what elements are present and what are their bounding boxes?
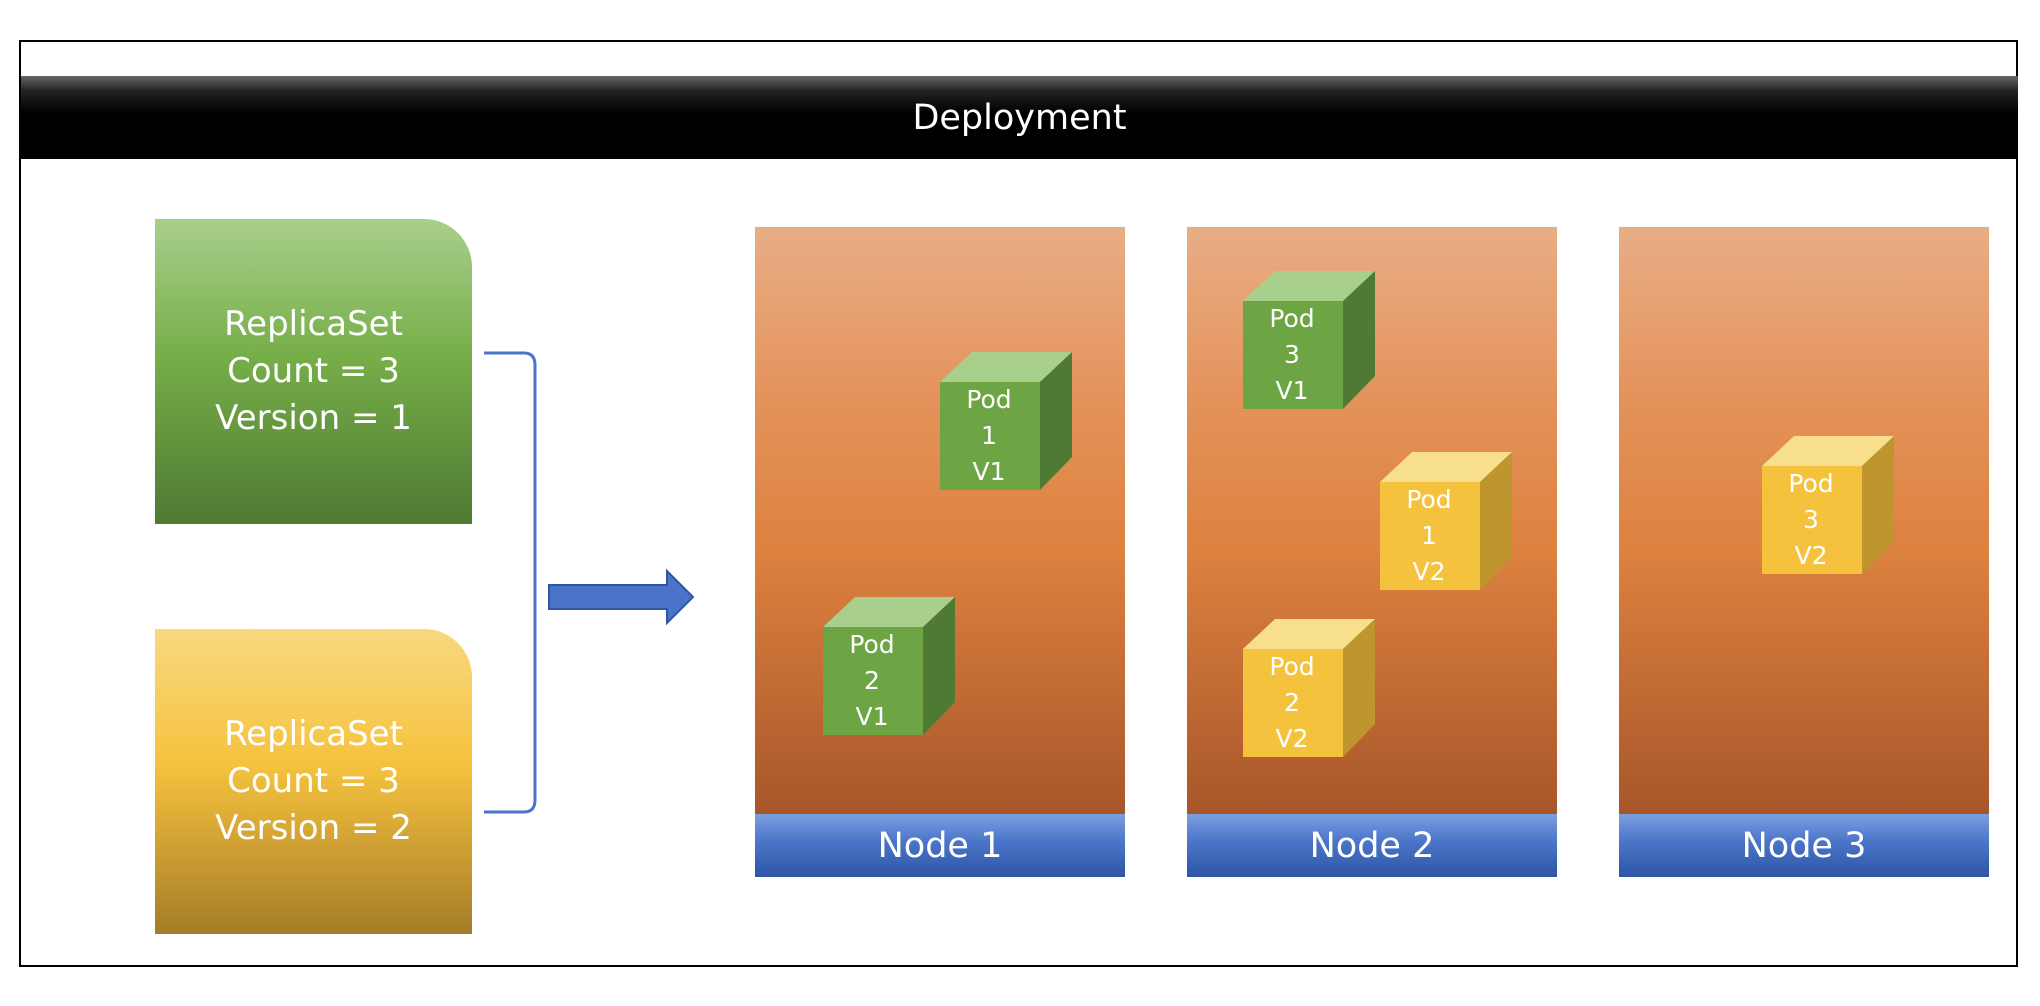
node-label: Node 2	[1187, 814, 1557, 877]
cube-side-face	[1343, 271, 1375, 409]
deployment-title: Deployment	[912, 97, 1127, 138]
cube-top-face	[1762, 436, 1894, 466]
replicaset-count: Count = 3	[227, 351, 400, 391]
deployment-banner: Deployment	[21, 76, 2018, 159]
cube-front-face	[1380, 482, 1480, 590]
cube-side-face	[923, 597, 955, 735]
replicaset-label: ReplicaSet	[224, 304, 403, 344]
cube-front-face	[940, 382, 1040, 490]
replicaset-count: Count = 3	[227, 761, 400, 801]
replicaset-label: ReplicaSet	[224, 714, 403, 754]
node-1: Node 1	[755, 227, 1125, 877]
cube-top-face	[823, 597, 955, 627]
cube-top-face	[1243, 271, 1375, 301]
cube-side-face	[1343, 619, 1375, 757]
bracket-connector	[484, 351, 537, 814]
pod-cube-icon	[1762, 436, 1894, 574]
cube-top-face	[1380, 452, 1512, 482]
replicaset-version-2: ReplicaSet Count = 3 Version = 2	[155, 629, 472, 934]
cube-side-face	[1040, 352, 1072, 490]
arrow-icon	[548, 568, 695, 626]
cube-side-face	[1862, 436, 1894, 574]
pod-cube-icon	[940, 352, 1072, 490]
cube-front-face	[1243, 649, 1343, 757]
cube-top-face	[1243, 619, 1375, 649]
cube-top-face	[940, 352, 1072, 382]
replicaset-version: Version = 2	[215, 808, 412, 848]
cube-side-face	[1480, 452, 1512, 590]
node-label: Node 3	[1619, 814, 1989, 877]
pod-cube-icon	[1243, 271, 1375, 409]
cube-front-face	[1762, 466, 1862, 574]
cube-front-face	[823, 627, 923, 735]
node-label: Node 1	[755, 814, 1125, 877]
pod-cube-icon	[1243, 619, 1375, 757]
replicaset-version: Version = 1	[215, 398, 412, 438]
pod-cube-icon	[1380, 452, 1512, 590]
pod-cube-icon	[823, 597, 955, 735]
replicaset-version-1: ReplicaSet Count = 3 Version = 1	[155, 219, 472, 524]
cube-front-face	[1243, 301, 1343, 409]
